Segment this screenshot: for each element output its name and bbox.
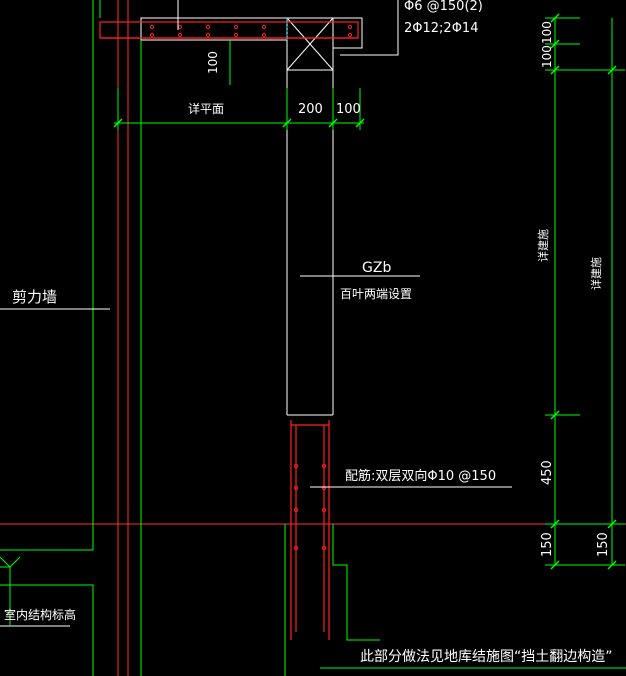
column-gzb <box>140 17 363 416</box>
label-dim-150-a: 150 <box>540 532 555 557</box>
label-rebar-stirrup: Φ6 @150(2) <box>404 0 483 14</box>
label-dim-150-b: 150 <box>596 532 611 557</box>
label-see-arch-2: 详建施 <box>589 257 603 290</box>
beam-top-outline <box>140 17 363 49</box>
label-column-note: 百叶两端设置 <box>340 287 412 301</box>
slab-right-step <box>332 524 380 641</box>
label-dim-450: 450 <box>540 460 555 485</box>
label-see-arch-1: 详建施 <box>536 229 550 262</box>
dimension-lines <box>114 17 625 566</box>
label-plan-detail: 详平面 <box>188 101 224 116</box>
lower-rebar-dots <box>293 463 327 551</box>
lower-wall-rebar <box>290 420 330 640</box>
leader-lines <box>0 0 512 627</box>
label-indoor-level: 室内结构标高 <box>4 607 76 622</box>
leader-rebar-spec <box>340 0 399 56</box>
label-rebar-main: 2Φ12;2Φ14 <box>404 21 478 36</box>
label-dim-100-b: 100 <box>540 45 554 68</box>
label-dim-200: 200 <box>298 102 323 117</box>
label-rebar-note: 配筋:双层双向Φ10 @150 <box>345 468 496 484</box>
dimension-ticks <box>113 13 617 570</box>
label-footer-note: 此部分做法见地库结施图“挡土翻边构造” <box>360 649 613 665</box>
ground-step <box>0 584 94 676</box>
column-cross-2 <box>286 17 334 71</box>
beam-rebar-cage <box>99 21 359 39</box>
label-dim-100-top: 100 <box>206 51 220 74</box>
beam-rebar <box>99 21 359 39</box>
level-triangle-icon <box>0 556 21 568</box>
label-shear-wall: 剪力墙 <box>12 288 57 306</box>
label-column-id: GZb <box>362 260 391 276</box>
label-dim-100-a: 100 <box>540 21 554 44</box>
level-marker <box>0 556 21 626</box>
label-dim-100-right: 100 <box>336 102 361 117</box>
